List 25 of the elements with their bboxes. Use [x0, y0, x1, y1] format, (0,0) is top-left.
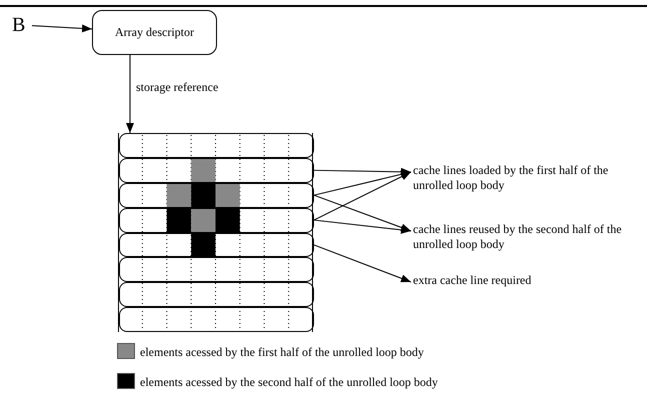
arrow — [314, 170, 412, 196]
arrow — [314, 244, 412, 282]
legend-label: elements acessed by the second half of the unrolled loop body — [140, 375, 438, 390]
arrow — [314, 220, 412, 234]
arrow — [314, 168, 412, 176]
cache-line-row — [119, 307, 314, 332]
array-grid — [118, 133, 313, 332]
legend-label: elements acessed by the first half of the unrolled loop body — [140, 345, 424, 360]
arrow — [126, 54, 134, 134]
cache-line-row — [119, 158, 314, 183]
descriptor-box: Array descriptor — [92, 10, 217, 55]
callout-text: cache lines loaded by the first half of the unrolled loop body — [413, 163, 618, 197]
callout-text: cache lines reused by the second half of the unrolled loop body — [413, 222, 628, 256]
edge-label: storage reference — [136, 80, 218, 95]
cache-line-row — [119, 232, 314, 258]
cache-line-row — [119, 282, 314, 308]
cache-line-row — [119, 257, 314, 282]
cache-line-row — [119, 182, 314, 208]
arrow — [314, 172, 412, 221]
callout-text: extra cache line required — [413, 273, 613, 289]
cache-line-row — [119, 133, 314, 158]
arrow — [32, 24, 92, 32]
array-name: B — [12, 12, 32, 38]
arrow — [314, 194, 412, 232]
cache-line-row — [119, 208, 314, 232]
